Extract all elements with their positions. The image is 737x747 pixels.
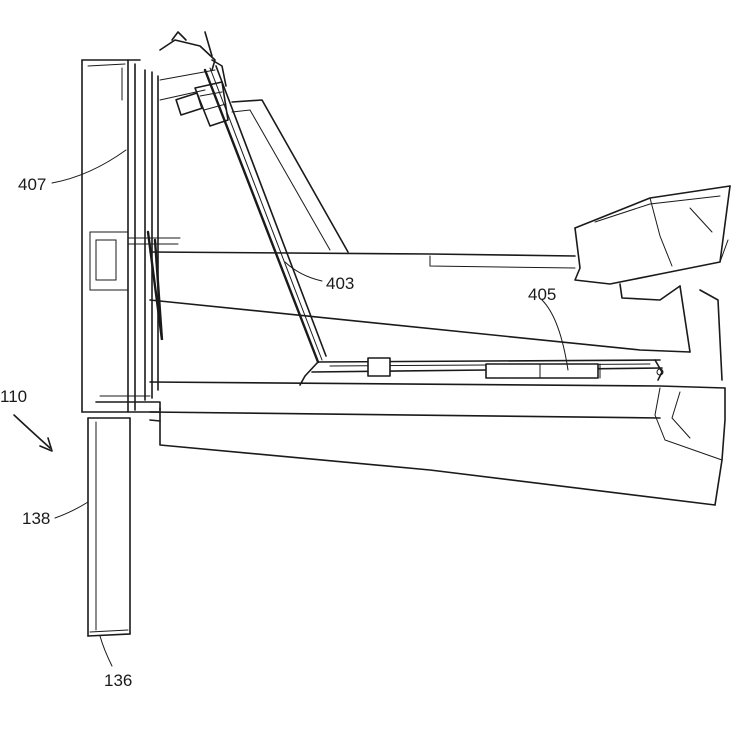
- horizontal-actuator: [311, 357, 664, 381]
- label-138: 138: [22, 509, 50, 528]
- vertical-panel: [81, 59, 181, 413]
- lower-panel: [81, 395, 161, 637]
- label-136: 136: [104, 671, 132, 690]
- fuselage: [149, 251, 726, 506]
- label-403: 403: [326, 274, 354, 293]
- engine-nacelle: [574, 185, 731, 381]
- label-405: 405: [528, 285, 556, 304]
- leader-lines: [13, 149, 569, 667]
- diagonal-strut: [203, 65, 327, 386]
- label-110: 110: [0, 387, 27, 406]
- linkage-rods: [144, 69, 216, 401]
- label-407: 407: [18, 175, 46, 194]
- upper-pivot-assembly: [159, 31, 229, 127]
- vertical-fin: [231, 99, 349, 253]
